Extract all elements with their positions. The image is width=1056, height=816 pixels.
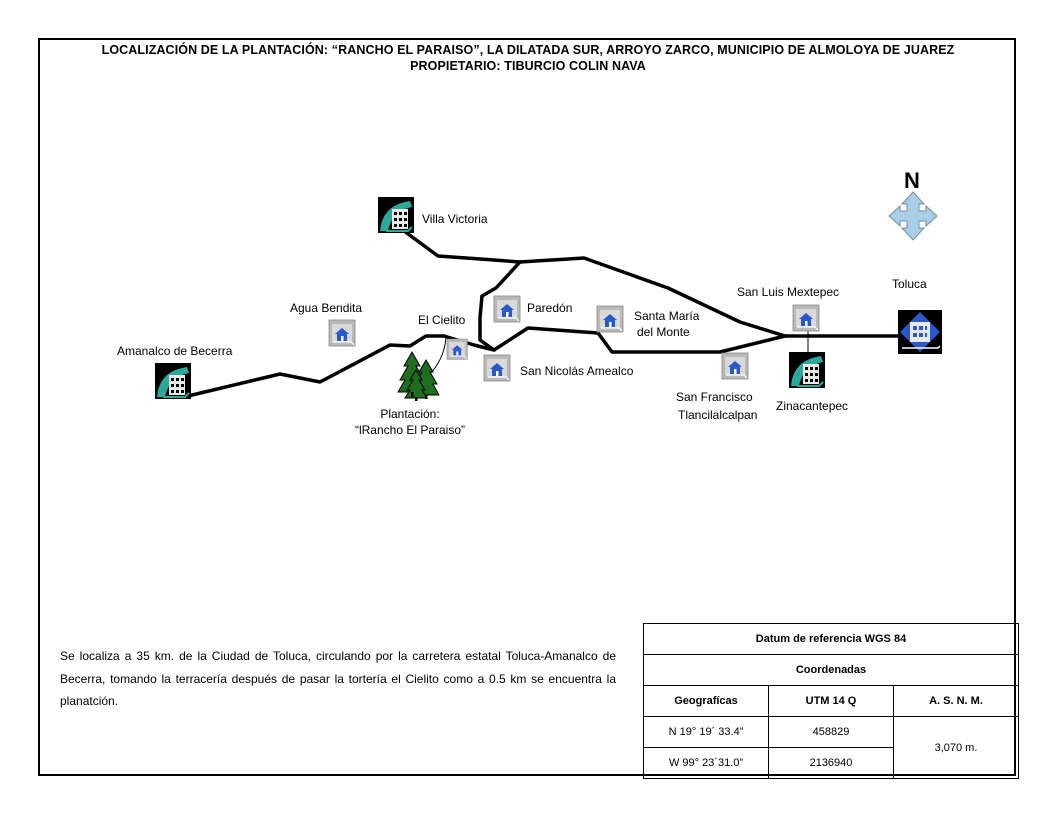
- zinacantepec-icon: [788, 351, 826, 389]
- north-arrow-icon: [888, 191, 938, 241]
- label-santa-maria-1: Santa María: [634, 309, 700, 323]
- coordenadas-header: Coordenadas: [643, 654, 1019, 686]
- label-san-francisco-2: Tlancilalcalpan: [678, 408, 758, 422]
- label-san-nicolas: San Nicolás Amealco: [520, 364, 634, 378]
- amanalco-icon: [154, 362, 192, 400]
- utm-y-cell: 2136940: [768, 747, 894, 779]
- map-frame: [38, 38, 1016, 776]
- label-amanalco: Amanalco de Becerra: [117, 344, 233, 358]
- col-utm: UTM 14 Q: [768, 685, 894, 717]
- road-villa-victoria-toluca: [398, 226, 787, 338]
- col-asnm: A. S. N. M.: [893, 685, 1019, 717]
- agua-bendita-icon: [328, 319, 356, 347]
- label-agua-bendita: Agua Bendita: [290, 301, 363, 315]
- paredon-icon: [493, 295, 521, 323]
- san-francisco-icon: [721, 352, 749, 380]
- label-villa-victoria: Villa Victoria: [422, 212, 488, 226]
- utm-x-cell: 458829: [768, 716, 894, 748]
- label-san-francisco-1: San Francisco: [676, 390, 753, 404]
- label-plantacion-2: “lRancho El Paraiso”: [354, 423, 466, 437]
- label-san-luis: San Luis Mextepec: [737, 285, 840, 299]
- label-paredon: Paredón: [527, 301, 573, 315]
- label-toluca: Toluca: [892, 277, 927, 291]
- col-geograficas: Geografícas: [643, 685, 769, 717]
- label-plantacion-1: Plantación:: [380, 407, 440, 421]
- san-luis-icon: [792, 304, 820, 332]
- owner-title: PROPIETARIO: TIBURCIO COLIN NAVA: [410, 59, 646, 73]
- label-el-cielito: El Cielito: [418, 313, 466, 327]
- label-santa-maria-2: del Monte: [637, 325, 690, 339]
- location-description: Se localiza a 35 km. de la Ciudad de Tol…: [60, 649, 616, 708]
- north-label: N: [904, 168, 920, 193]
- label-zinacantepec: Zinacantepec: [776, 399, 849, 413]
- santa-maria-icon: [596, 305, 624, 333]
- plantation-trees-icon: [397, 350, 440, 401]
- el-cielito-icon: [446, 338, 468, 360]
- map-title: LOCALIZACIÓN DE LA PLANTACIÓN: “RANCHO E…: [101, 43, 955, 57]
- san-nicolas-icon: [483, 354, 511, 382]
- coordinates-table: Datum de referencia WGS 84 Coordenadas G…: [643, 623, 1019, 779]
- datum-header: Datum de referencia WGS 84: [643, 623, 1019, 655]
- elevation-cell: 3,070 m.: [893, 716, 1019, 779]
- longitude-cell: W 99° 23´31.0”: [643, 747, 769, 779]
- villa-victoria-icon: [377, 196, 415, 234]
- latitude-cell: N 19° 19´ 33.4”: [643, 716, 769, 748]
- toluca-icon: [898, 310, 942, 354]
- road-paredon-branch: [478, 260, 522, 352]
